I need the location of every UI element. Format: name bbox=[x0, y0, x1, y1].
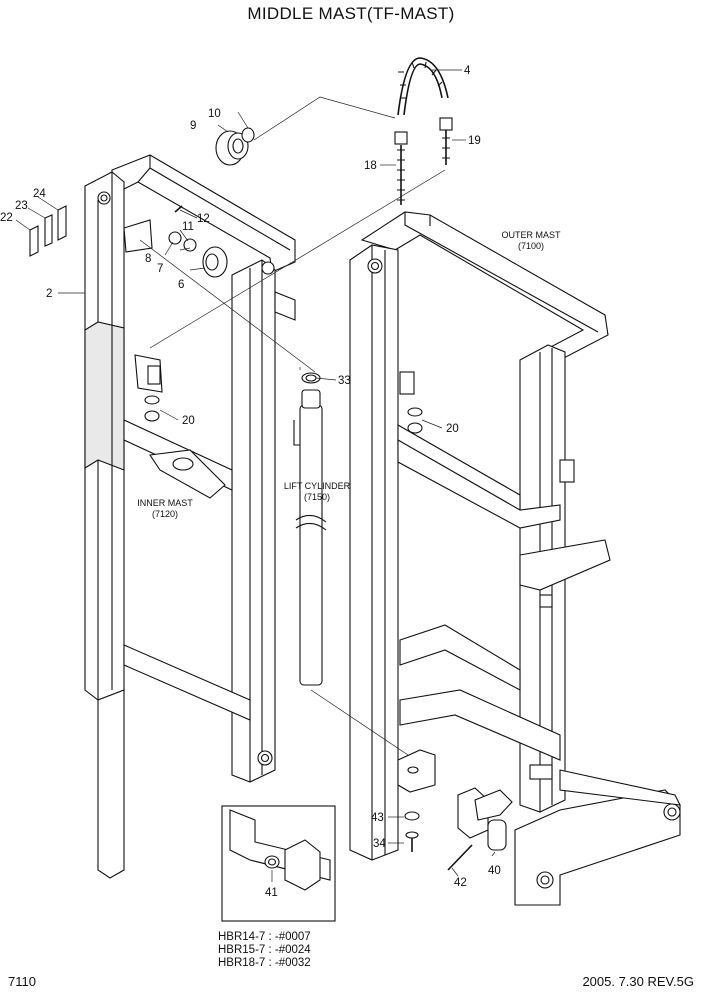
callout-6: 6 bbox=[178, 279, 184, 291]
callout-40: 40 bbox=[488, 865, 501, 877]
callouts: 4 19 18 10 9 12 11 8 7 6 24 23 22 2 33 2… bbox=[0, 65, 501, 899]
callout-23: 23 bbox=[15, 200, 28, 212]
callout-43: 43 bbox=[371, 812, 384, 824]
inner-mast-drawing bbox=[84, 154, 446, 879]
callout-22: 22 bbox=[0, 212, 13, 224]
lift-cylinder-label: LIFT CYLINDER bbox=[284, 481, 351, 491]
outer-mast-drawing bbox=[349, 211, 681, 906]
lift-cylinder-drawing bbox=[293, 372, 409, 756]
outer-mast-code: (7100) bbox=[518, 241, 544, 251]
callout-9: 9 bbox=[190, 120, 196, 132]
assembly-labels: OUTER MAST (7100) INNER MAST (7120) LIFT… bbox=[137, 230, 561, 519]
revision-date: 2005. 7.30 REV.5G bbox=[582, 974, 694, 989]
roller-parts-drawing bbox=[29, 127, 255, 278]
callout-12: 12 bbox=[197, 213, 210, 225]
outer-mast-label: OUTER MAST bbox=[501, 230, 561, 240]
callout-8: 8 bbox=[145, 253, 151, 265]
callout-24: 24 bbox=[33, 188, 46, 200]
callout-20-outer: 20 bbox=[446, 423, 459, 435]
callout-4: 4 bbox=[464, 65, 471, 77]
callout-19: 19 bbox=[468, 135, 481, 147]
callout-42: 42 bbox=[454, 877, 467, 889]
callout-33: 33 bbox=[338, 375, 351, 387]
chain-assembly-drawing bbox=[253, 57, 453, 205]
callout-2: 2 bbox=[46, 288, 52, 300]
callout-7: 7 bbox=[157, 263, 163, 275]
detail-inset bbox=[221, 805, 336, 922]
page-number: 7110 bbox=[8, 974, 36, 989]
inner-mast-code: (7120) bbox=[152, 509, 178, 519]
serial-note-1: HBR14-7 : -#0007 bbox=[218, 931, 311, 943]
serial-note-2: HBR15-7 : -#0024 bbox=[218, 944, 311, 956]
callout-34: 34 bbox=[373, 838, 386, 850]
page-title: MIDDLE MAST(TF-MAST) bbox=[247, 4, 454, 23]
callout-20-inner: 20 bbox=[182, 415, 195, 427]
callout-18: 18 bbox=[364, 160, 377, 172]
lift-cylinder-code: (7150) bbox=[304, 492, 330, 502]
callout-10: 10 bbox=[208, 108, 221, 120]
inner-mast-label: INNER MAST bbox=[137, 498, 193, 508]
serial-notes: HBR14-7 : -#0007 HBR15-7 : -#0024 HBR18-… bbox=[218, 931, 311, 969]
callout-11: 11 bbox=[182, 221, 194, 233]
serial-note-3: HBR18-7 : -#0032 bbox=[218, 957, 311, 969]
leader-lines bbox=[15, 69, 496, 882]
callout-41: 41 bbox=[265, 887, 278, 899]
